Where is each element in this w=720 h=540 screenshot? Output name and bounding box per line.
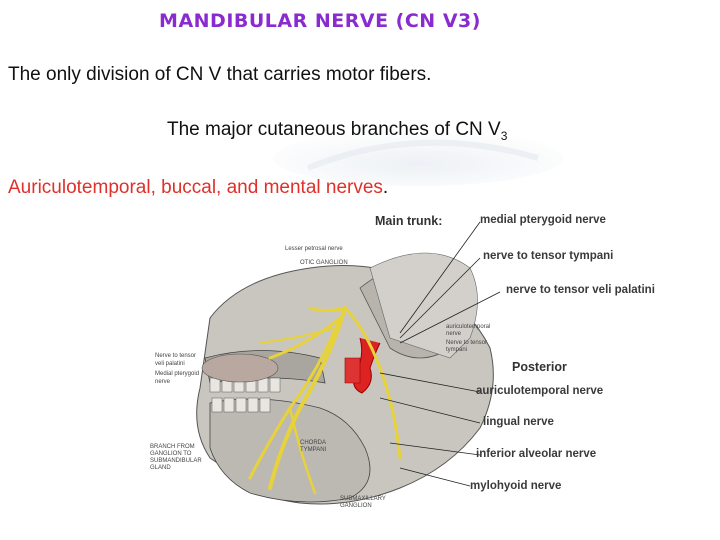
label-ganglion: GANGLION [340, 503, 372, 509]
slide-title: MANDIBULAR NERVE (CN V3) [159, 10, 481, 32]
nerve-branches [248, 306, 402, 495]
background-watermark [273, 130, 563, 186]
cutaneous-nerves-text: Auriculotemporal, buccal, and mental ner… [8, 177, 383, 198]
label-submaxillary: SUBMAXILLARY [340, 496, 386, 502]
lower-teeth [211, 397, 271, 413]
label-nerve-left: nerve [155, 379, 171, 385]
label-nerve-to-tensor-small: Nerve to tensor [446, 340, 488, 346]
label-tympani: TYMPANI [300, 447, 327, 453]
label-main-trunk: Main trunk: [375, 214, 443, 228]
branches-text: The major cutaneous branches of CN V [167, 119, 501, 140]
label-lesser-petrosal: Lesser petrosal nerve [285, 246, 343, 252]
label-tympani-small: tympani [446, 347, 468, 353]
label-medial-pterygoid: medial pterygoid nerve [480, 214, 606, 226]
label-veli-palatini-left: veli palatini [155, 361, 185, 367]
skull-illustration [196, 221, 501, 505]
body-line-cutaneous: Auriculotemporal, buccal, and mental ner… [8, 177, 388, 199]
body-line-motor: The only division of CN V that carries m… [8, 64, 432, 85]
label-lingual: lingual nerve [483, 416, 554, 428]
label-tensor-tympani: nerve to tensor tympani [483, 250, 614, 262]
label-mylohyoid: mylohyoid nerve [470, 480, 562, 492]
label-auriculotemporal-small: auriculotemporal [446, 324, 491, 330]
label-ganglion-to: GANGLION TO [150, 451, 192, 457]
label-otic-ganglion: OTIC GANGLION [300, 260, 348, 266]
body-line-branches: The major cutaneous branches of CN V3 [167, 119, 507, 143]
label-branch-from: BRANCH FROM [150, 444, 195, 450]
label-medial-pterygoid-left: Medial pterygoid [155, 371, 200, 377]
label-pointers [379, 221, 501, 487]
upper-teeth [209, 377, 281, 393]
label-nerve-to-tensor-left: Nerve to tensor [155, 353, 197, 359]
label-nerve-small: nerve [446, 331, 462, 337]
label-submandibular: SUBMANDIBULAR [150, 458, 202, 464]
label-gland: GLAND [150, 465, 171, 471]
tongue [201, 353, 279, 383]
anatomy-figure: Main trunk: medial pterygoid nerve nerve… [150, 208, 670, 518]
label-inferior-alveolar: inferior alveolar nerve [476, 448, 597, 460]
label-tensor-veli-palatini: nerve to tensor veli palatini [506, 284, 655, 296]
label-chorda: CHORDA [300, 440, 327, 446]
period: . [382, 177, 389, 198]
label-posterior: Posterior [512, 360, 567, 374]
subscript: 3 [500, 128, 508, 143]
label-auriculotemporal: auriculotemporal nerve [476, 385, 604, 397]
